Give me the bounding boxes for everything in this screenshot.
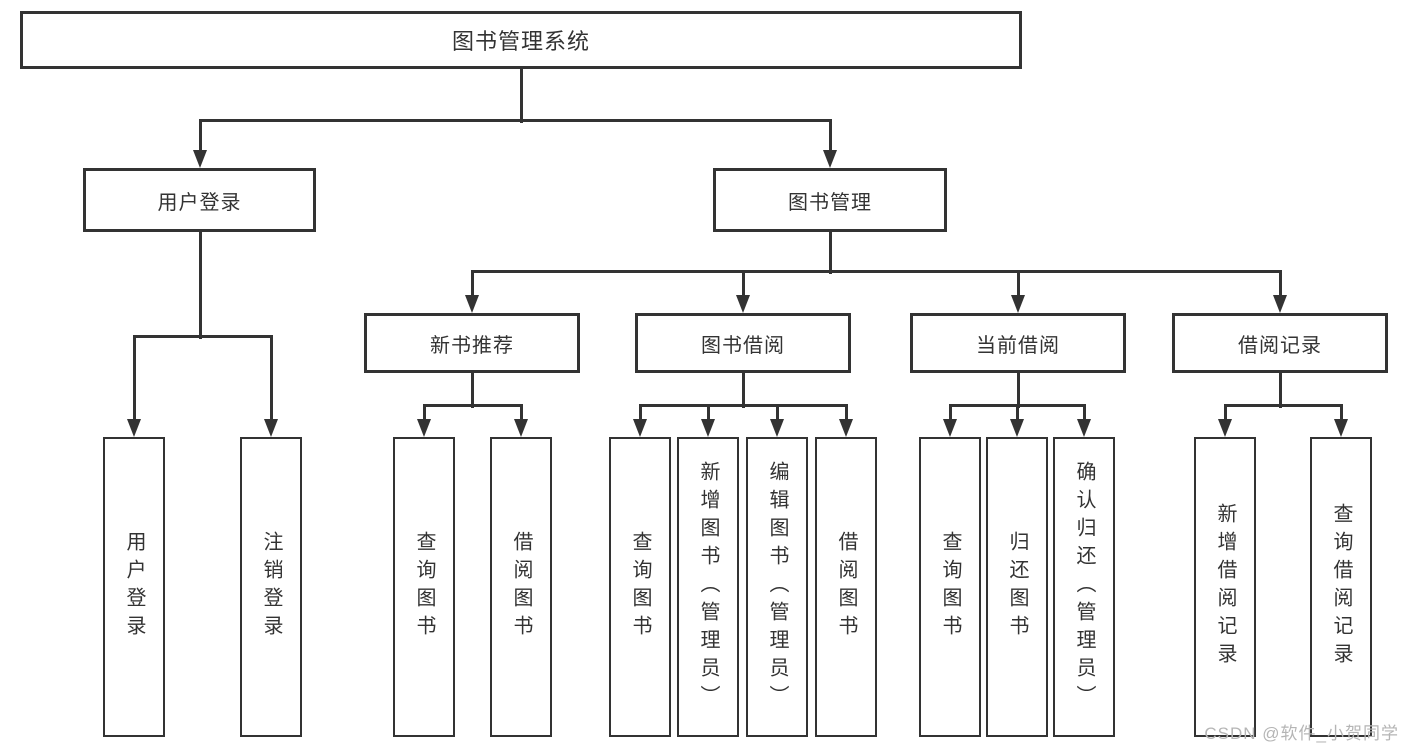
arrow-down-icon <box>465 295 479 313</box>
connector-stem-line <box>1016 373 1020 408</box>
arrow-down-icon <box>193 150 207 168</box>
connector-drop-line <box>519 405 523 421</box>
connector-stem-line <box>470 373 474 408</box>
arrow-down-icon <box>823 150 837 168</box>
connector-drop-line <box>706 405 710 421</box>
arrow-down-icon <box>701 419 715 437</box>
node-currentborrow-return-books: 归还图书 <box>986 437 1048 737</box>
connector-drop-line <box>775 405 779 421</box>
node-new-book-recommend: 新书推荐 <box>364 313 580 373</box>
node-borrow-record: 借阅记录 <box>1172 313 1388 373</box>
connector-stem-line <box>519 69 523 123</box>
arrow-down-icon <box>943 419 957 437</box>
connector-drop-line <box>1015 405 1019 421</box>
node-bookborrow-query-books: 查询图书 <box>609 437 671 737</box>
connector-branch-line <box>198 118 832 122</box>
node-root: 图书管理系统 <box>20 11 1022 69</box>
arrow-down-icon <box>1334 419 1348 437</box>
node-bookborrow-borrow-books: 借阅图书 <box>815 437 877 737</box>
connector-drop-line <box>1082 405 1086 421</box>
arrow-down-icon <box>1218 419 1232 437</box>
connector-drop-line <box>844 405 848 421</box>
connector-stem-line <box>1278 373 1282 408</box>
node-user-login: 用户登录 <box>83 168 316 232</box>
connector-drop-line <box>1339 405 1343 421</box>
connector-drop-line <box>638 405 642 421</box>
arrow-down-icon <box>1010 419 1024 437</box>
connector-drop-line <box>1223 405 1227 421</box>
arrow-down-icon <box>736 295 750 313</box>
node-bookborrow-edit-books-admin: 编辑图书（管理员） <box>746 437 808 737</box>
node-bookborrow-add-books-admin: 新增图书（管理员） <box>677 437 739 737</box>
arrow-down-icon <box>514 419 528 437</box>
arrow-down-icon <box>770 419 784 437</box>
connector-branch-line <box>1223 403 1343 407</box>
node-newbook-borrow-books: 借阅图书 <box>490 437 552 737</box>
connector-stem-line <box>198 232 202 339</box>
connector-stem-line <box>741 373 745 408</box>
connector-branch-line <box>422 403 523 407</box>
connector-stem-line <box>828 232 832 274</box>
connector-branch-line <box>638 403 848 407</box>
connector-drop-line <box>1016 271 1020 297</box>
connector-drop-line <box>269 336 273 421</box>
node-record-add-borrow-record: 新增借阅记录 <box>1194 437 1256 737</box>
node-logout: 注销登录 <box>240 437 302 737</box>
connector-branch-line <box>132 334 273 338</box>
connector-drop-line <box>948 405 952 421</box>
connector-branch-line <box>470 269 1282 273</box>
node-newbook-query-books: 查询图书 <box>393 437 455 737</box>
node-currentborrow-confirm-return-admin: 确认归还（管理员） <box>1053 437 1115 737</box>
node-currentborrow-query-books: 查询图书 <box>919 437 981 737</box>
node-book-borrow: 图书借阅 <box>635 313 851 373</box>
arrow-down-icon <box>417 419 431 437</box>
arrow-down-icon <box>839 419 853 437</box>
connector-drop-line <box>422 405 426 421</box>
connector-drop-line <box>470 271 474 297</box>
node-record-query-borrow-record: 查询借阅记录 <box>1310 437 1372 737</box>
connector-drop-line <box>828 120 832 152</box>
arrow-down-icon <box>1077 419 1091 437</box>
node-book-management: 图书管理 <box>713 168 947 232</box>
arrow-down-icon <box>264 419 278 437</box>
watermark: CSDN @软件_小贺同学 <box>1204 724 1399 743</box>
connector-drop-line <box>741 271 745 297</box>
connector-drop-line <box>132 336 136 421</box>
arrow-down-icon <box>1011 295 1025 313</box>
connector-drop-line <box>198 120 202 152</box>
connector-drop-line <box>1278 271 1282 297</box>
arrow-down-icon <box>633 419 647 437</box>
node-current-borrow: 当前借阅 <box>910 313 1126 373</box>
arrow-down-icon <box>1273 295 1287 313</box>
node-login: 用户登录 <box>103 437 165 737</box>
arrow-down-icon <box>127 419 141 437</box>
